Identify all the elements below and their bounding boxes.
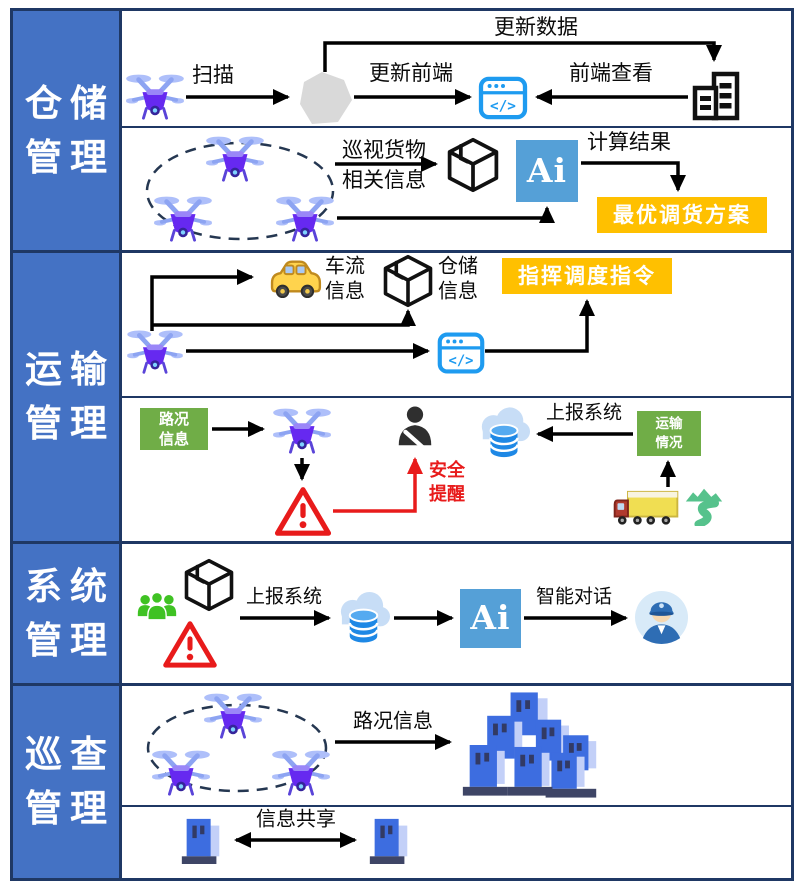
calc-result-label: 计算结果	[587, 130, 671, 154]
sidebar-label: 巡查	[25, 732, 115, 777]
drone-icon	[272, 746, 330, 798]
optimal-plan-box: 最优调货方案	[597, 197, 767, 233]
sidebar-section-transport: 运输 管理	[13, 253, 119, 541]
building-icon	[178, 814, 226, 866]
company-building-icon	[691, 71, 741, 121]
safety-alert-label-line1: 安全	[429, 460, 465, 481]
report-system-label: 上报系统	[245, 585, 323, 608]
building-icon	[366, 814, 414, 866]
ai-box: Ai	[460, 589, 521, 648]
outer-frame	[10, 8, 794, 881]
section-divider-3	[10, 683, 794, 686]
truck-icon	[611, 489, 681, 527]
scan-label: 扫描	[192, 63, 234, 87]
sidebar-section-patrol: 巡查 管理	[13, 686, 119, 878]
patrol-info-label-line2: 相关信息	[342, 168, 426, 192]
frontend-view-label: 前端查看	[569, 61, 653, 85]
drone-icon	[204, 689, 262, 741]
status-line1: 运输	[655, 416, 683, 433]
road-info-box: 路况 信息	[140, 408, 208, 450]
sidebar-label: 管理	[25, 134, 115, 179]
drone-icon	[206, 132, 264, 184]
cloud-database-icon	[477, 404, 531, 461]
info-share-label: 信息共享	[256, 806, 336, 831]
drone-icon	[154, 192, 212, 244]
safety-alert-label-line2: 提醒	[429, 484, 465, 505]
row-divider-transport	[122, 396, 794, 398]
warehouse-info-label-line1: 仓储	[438, 253, 478, 278]
stone-scan-target-icon	[296, 70, 354, 128]
sidebar-label: 管理	[25, 786, 115, 830]
sidebar-label: 运输	[25, 347, 115, 392]
status-line2: 情况	[655, 434, 683, 451]
traffic-info-label-line2: 信息	[325, 278, 365, 303]
car-icon	[266, 255, 324, 299]
row-divider-warehouse	[122, 126, 794, 128]
code-browser-icon	[437, 331, 485, 375]
drone-icon	[152, 746, 210, 798]
package-icon	[444, 136, 502, 194]
mountain-road-icon	[684, 486, 724, 526]
transport-status-box: 运输 情况	[637, 411, 701, 456]
smart-dialog-label: 智能对话	[535, 585, 613, 608]
sidebar-section-warehouse: 仓储 管理	[13, 11, 119, 250]
section-divider-2	[10, 541, 794, 544]
report-system-label: 上报系统	[545, 401, 623, 424]
patrol-info-label-line1: 巡视货物	[342, 138, 426, 162]
sidebar-section-system: 系统 管理	[13, 544, 119, 683]
sidebar-label: 管理	[25, 617, 115, 662]
warning-triangle-icon	[163, 620, 217, 668]
ai-box: Ai	[516, 140, 578, 202]
city-buildings-icon	[458, 690, 604, 800]
sidebar-label: 仓储	[25, 80, 115, 125]
section-divider-1	[10, 250, 794, 253]
code-browser-icon	[478, 76, 528, 120]
package-icon	[182, 557, 236, 613]
road-info-line2: 信息	[158, 430, 189, 448]
drone-icon	[126, 326, 184, 376]
sidebar-label: 系统	[25, 563, 115, 608]
update-frontend-label: 更新前端	[369, 61, 453, 85]
cloud-database-icon	[336, 589, 391, 646]
drone-icon	[273, 404, 331, 456]
sidebar-divider	[119, 8, 122, 881]
row-divider-patrol	[122, 805, 794, 807]
worker-avatar-icon	[634, 590, 689, 645]
traffic-info-label-line1: 车流	[325, 253, 365, 278]
driver-icon	[393, 405, 437, 453]
road-info-label: 路况信息	[353, 708, 433, 733]
warning-triangle-icon	[274, 486, 332, 536]
drone-icon	[126, 70, 184, 122]
sidebar-label: 管理	[25, 401, 115, 445]
dispatch-order-box: 指挥调度指令	[502, 258, 672, 294]
warehouse-info-label-line2: 信息	[438, 278, 478, 303]
package-icon	[381, 253, 435, 309]
drone-icon	[276, 192, 334, 244]
road-info-line1: 路况	[158, 409, 189, 428]
update-data-label: 更新数据	[494, 15, 578, 39]
